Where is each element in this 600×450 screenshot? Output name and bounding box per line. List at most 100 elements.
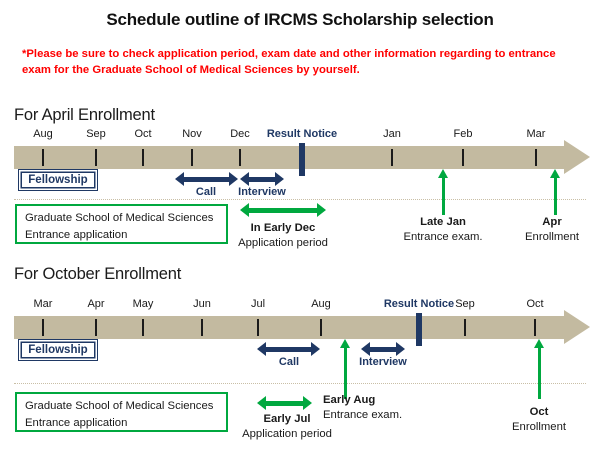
tick-mark (462, 149, 464, 166)
enrollment-arrow-october (534, 339, 545, 399)
section-heading-october: For October Enrollment (14, 265, 182, 283)
arrow-head-up (550, 169, 560, 178)
event-enrollment-april: Apr Enrollment (525, 215, 579, 246)
month-label-may: May (132, 298, 154, 310)
month-label-jun: Jun (193, 298, 211, 310)
month-label-jul: Jul (250, 298, 266, 310)
event-subtitle: Application period (242, 428, 332, 441)
arrow-shaft (538, 347, 541, 399)
event-subtitle: Entrance exam. (403, 231, 483, 244)
result-notice-marker-april (299, 143, 305, 176)
event-subtitle: Enrollment (512, 421, 566, 434)
month-label-aug: Aug (311, 298, 331, 310)
month-label-oct: Oct (526, 298, 544, 310)
tick-mark (142, 149, 144, 166)
arrow-head-right (396, 342, 405, 356)
arrow-head-left (240, 203, 249, 217)
event-title: In Early Dec (250, 222, 316, 234)
month-label-mar: Mar (33, 298, 53, 310)
section-divider-april (14, 199, 586, 200)
tick-mark (320, 319, 322, 336)
tick-mark (534, 319, 536, 336)
application-period-arrow-october (257, 396, 312, 410)
application-box-april: Graduate School of Medical Sciences Entr… (15, 204, 228, 244)
fellowship-box-april: Fellowship (18, 169, 98, 191)
arrow-head-left (361, 342, 370, 356)
arrow-shaft (247, 207, 319, 213)
event-title: Apr (542, 216, 562, 228)
call-label-october: Call (278, 356, 300, 368)
result-notice-label-april: Result Notice (266, 128, 338, 140)
month-label-oct: Oct (134, 128, 152, 140)
event-title: Oct (529, 406, 549, 418)
result-notice-marker-october (416, 313, 422, 346)
interview-label-april: Interview (238, 186, 286, 198)
event-application-period-april: In Early Dec Application period (238, 221, 328, 252)
tick-mark (391, 149, 393, 166)
arrow-head-left (257, 396, 266, 410)
tick-mark (42, 149, 44, 166)
event-entrance-exam-october: Early Aug Entrance exam. (323, 393, 402, 424)
application-box-line2: Entrance application (25, 416, 128, 429)
tick-mark (201, 319, 203, 336)
call-arrow-october (257, 342, 320, 356)
tick-mark (95, 319, 97, 336)
arrow-head-up (438, 169, 448, 178)
tick-mark (239, 149, 241, 166)
month-label-mar: Mar (526, 128, 546, 140)
event-subtitle: Enrollment (525, 231, 579, 244)
arrow-shaft (264, 346, 313, 352)
month-label-sep: Sep (86, 128, 106, 140)
section-heading-april: For April Enrollment (14, 106, 155, 124)
arrow-head-right (317, 203, 326, 217)
event-title: Late Jan (420, 216, 466, 228)
event-title: Early Jul (263, 413, 311, 425)
arrow-head-right (303, 396, 312, 410)
month-label-nov: Nov (182, 128, 202, 140)
arrow-head-right (229, 172, 238, 186)
arrow-head-left (257, 342, 266, 356)
event-subtitle: Entrance exam. (323, 409, 403, 422)
tick-mark (464, 319, 466, 336)
event-subtitle: Application period (238, 237, 328, 250)
interview-arrow-april (240, 172, 284, 186)
timeline-arrowhead-october (564, 310, 590, 344)
arrow-head-right (311, 342, 320, 356)
interview-label-october: Interview (359, 356, 407, 368)
application-period-arrow-april (240, 203, 326, 217)
arrow-head-left (175, 172, 184, 186)
arrow-shaft (442, 177, 445, 215)
entrance-exam-arrow-april (438, 169, 449, 215)
month-label-apr: Apr (87, 298, 105, 310)
month-label-feb: Feb (453, 128, 473, 140)
tick-mark (42, 319, 44, 336)
application-box-line1: Graduate School of Medical Sciences (25, 212, 214, 224)
call-label-april: Call (195, 186, 217, 198)
month-label-aug: Aug (33, 128, 53, 140)
section-divider-october (14, 383, 586, 384)
application-box-line2: Entrance application (25, 228, 128, 241)
enrollment-arrow-april (550, 169, 561, 215)
arrow-head-up (340, 339, 350, 348)
tick-mark (535, 149, 537, 166)
interview-arrow-october (361, 342, 405, 356)
event-title: Early Aug (323, 394, 376, 406)
timeline-arrowhead-april (564, 140, 590, 174)
event-entrance-exam-april: Late Jan Entrance exam. (403, 215, 482, 246)
result-notice-label-october: Result Notice (383, 298, 455, 310)
tick-mark (191, 149, 193, 166)
arrow-head-right (275, 172, 284, 186)
arrow-head-up (534, 339, 544, 348)
fellowship-box-october: Fellowship (18, 339, 98, 361)
timeline-bar-april (14, 146, 566, 169)
tick-mark (95, 149, 97, 166)
event-application-period-october: Early Jul Application period (242, 412, 332, 443)
call-arrow-april (175, 172, 238, 186)
arrow-shaft (368, 346, 398, 352)
arrow-shaft (247, 176, 277, 182)
arrow-head-left (240, 172, 249, 186)
application-box-october: Graduate School of Medical Sciences Entr… (15, 392, 228, 432)
entrance-exam-arrow-october (340, 339, 351, 399)
arrow-shaft (554, 177, 557, 215)
timeline-bar-october (14, 316, 566, 339)
